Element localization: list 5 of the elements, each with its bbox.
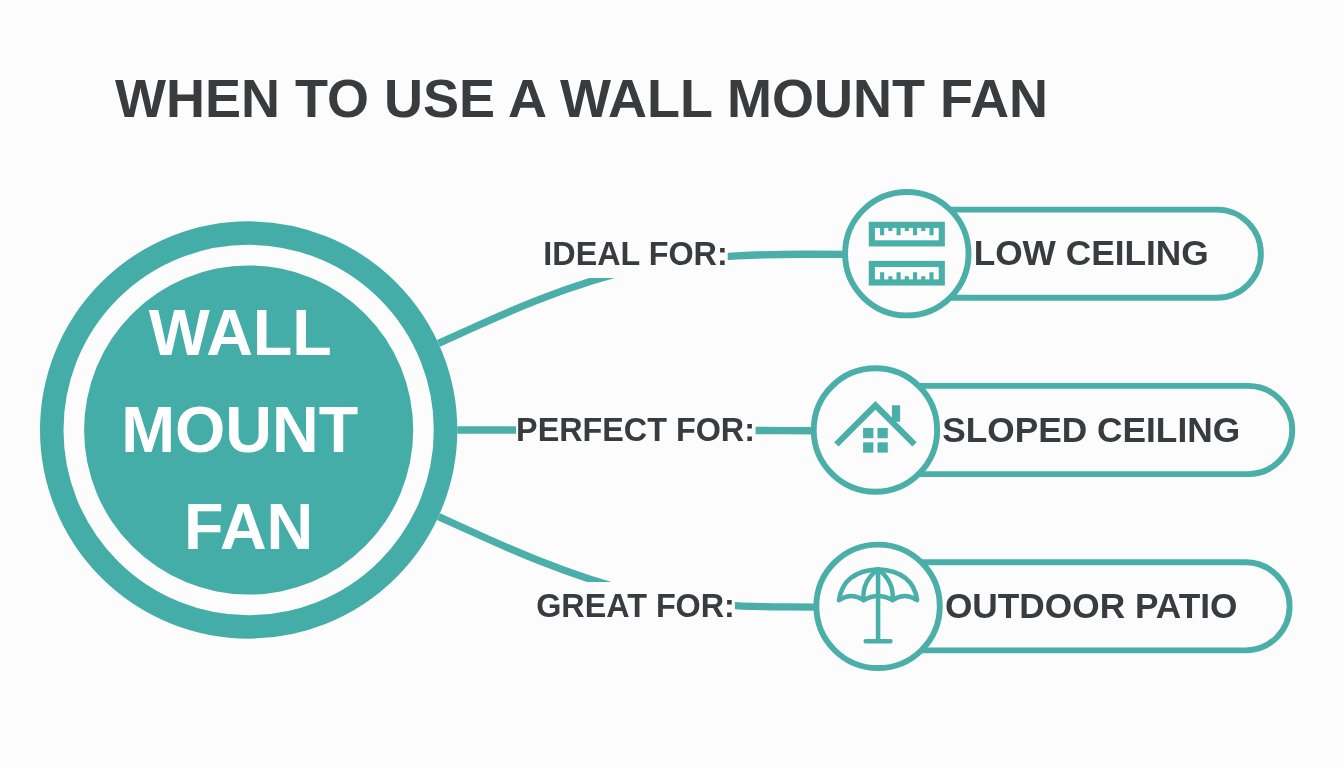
- diagram-title: WHEN TO USE A WALL MOUNT FAN: [115, 67, 1048, 130]
- node-circle: WALL MOUNT FAN: [40, 221, 458, 639]
- edge-label: IDEAL FOR:: [543, 235, 728, 273]
- edge-label: PERFECT FOR:: [516, 411, 755, 449]
- edge-label: GREAT FOR:: [536, 587, 735, 625]
